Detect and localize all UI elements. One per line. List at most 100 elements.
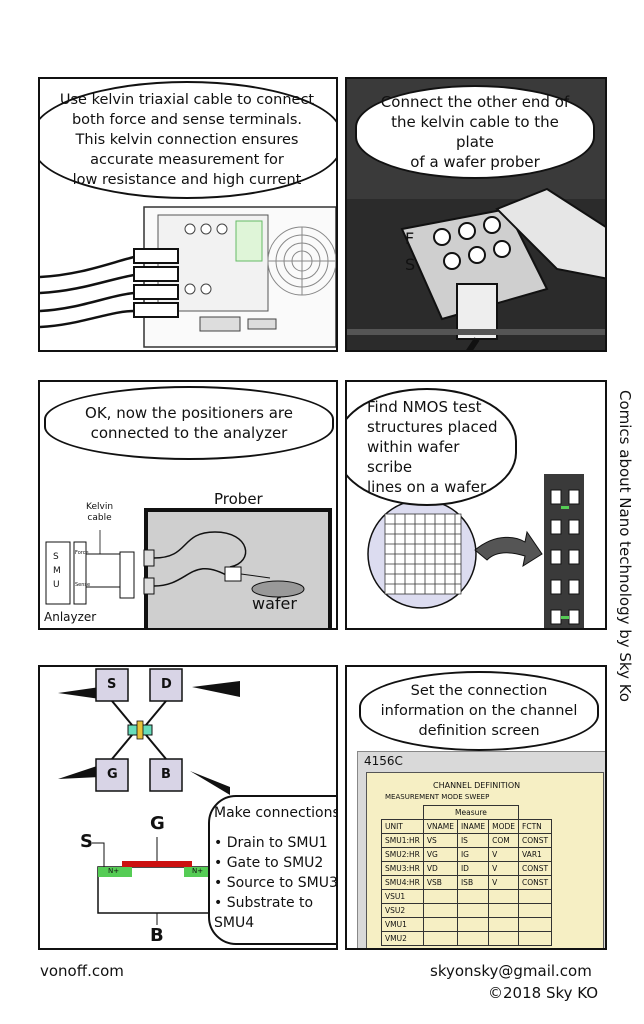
table-cell: VD (422, 861, 458, 876)
table-cell (456, 903, 490, 918)
table-row: VMU1 (381, 917, 553, 932)
table-cell (518, 931, 553, 946)
footer-site: vonoff.com (40, 962, 124, 980)
n-plus-left: N+ (108, 867, 120, 875)
measurement-mode: MEASUREMENT MODE SWEEP (385, 793, 490, 801)
speech-bubble: Use kelvin triaxial cable to connect bot… (40, 81, 336, 199)
table-cell (488, 931, 520, 946)
panel-channel-definition: Set the connection information on the ch… (345, 665, 607, 950)
table-cell: COM (488, 833, 520, 848)
speech-bubble: OK, now the positioners are connected to… (44, 386, 334, 460)
table-cell (488, 917, 520, 932)
table-cell: IS (456, 833, 490, 848)
panel-connections: S D G B S G D B N+ N+ Make connections •… (38, 665, 338, 950)
column-header: FCTN (518, 819, 553, 834)
panel-kelvin-cable: Use kelvin triaxial cable to connect bot… (38, 77, 338, 352)
prober-label: Prober (214, 490, 263, 508)
table-cell: VMU1 (381, 917, 424, 932)
table-cell: VMU2 (381, 931, 424, 946)
sense-terminal-label: Sense (75, 582, 91, 588)
connections-box: Make connections • Drain to SMU1 • Gate … (208, 795, 338, 945)
instrument-model: 4156C (364, 754, 403, 768)
column-header: UNIT (381, 819, 424, 834)
column-header: INAME (456, 819, 490, 834)
table-cell: VSU1 (381, 889, 424, 904)
analyzer-back-panel-illustration (40, 206, 336, 348)
pad-d-label: D (161, 677, 172, 692)
table-cell: CONST (518, 875, 553, 890)
table-cell (456, 889, 490, 904)
pad-s-label: S (107, 677, 117, 692)
speech-bubble: Find NMOS test structures placed within … (347, 388, 517, 506)
column-header: VNAME (422, 819, 458, 834)
connection-item: • Substrate to SMU4 (214, 895, 314, 931)
table-cell: SMU3:HR (381, 861, 424, 876)
analyzer-label: Anlayzer (44, 610, 97, 624)
column-header: MODE (488, 819, 520, 834)
footer-copyright: ©2018 Sky KO (488, 984, 599, 1002)
table-cell: ID (456, 861, 490, 876)
side-title: Comics about Nano technology by Sky Ko (614, 390, 638, 750)
table-cell (422, 931, 458, 946)
body-terminal-label: B (150, 925, 164, 946)
panel-nmos-structures: Find NMOS test structures placed within … (345, 380, 607, 630)
table-cell (519, 806, 552, 820)
analyzer-prober-diagram (45, 508, 332, 628)
nmos-pads-and-crosssection (58, 668, 240, 925)
table-cell: VAR1 (518, 847, 553, 862)
table-cell (382, 806, 424, 820)
table-row: VMU2 (381, 931, 553, 946)
table-row: VSU1 (381, 889, 553, 904)
bubble-text: Connect the other end of the kelvin cabl… (380, 93, 570, 171)
channel-table-wrap: Measure UNIT VNAME INAME MODE FCTN SMU1:… (381, 805, 553, 946)
table-cell: IG (456, 847, 490, 862)
table-cell: V (488, 875, 520, 890)
table-header-row: UNIT VNAME INAME MODE FCTN (381, 819, 553, 834)
table-cell: VSU2 (381, 903, 424, 918)
table-cell: VG (422, 847, 458, 862)
table-cell (422, 903, 458, 918)
bubble-text: Set the connection information on the ch… (380, 683, 578, 739)
sense-label: S (405, 255, 416, 274)
channel-table: Measure UNIT VNAME INAME MODE FCTN SMU1:… (381, 805, 553, 946)
table-cell: VSB (422, 875, 458, 890)
table-cell: V (488, 861, 520, 876)
bubble-text: OK, now the positioners are connected to… (85, 404, 293, 442)
screen-title: CHANNEL DEFINITION (433, 781, 521, 790)
table-cell: CONST (518, 833, 553, 848)
table-cell (488, 889, 520, 904)
instrument-frame: 4156C CHANNEL DEFINITION MEASUREMENT MOD… (357, 751, 605, 948)
speech-bubble: Set the connection information on the ch… (359, 671, 599, 751)
connection-item: • Source to SMU3 (214, 875, 338, 891)
kelvin-cable-label: Kelvin cable (86, 502, 114, 523)
measure-header: Measure (422, 805, 520, 820)
table-cell: VS (422, 833, 458, 848)
table-cell (518, 889, 553, 904)
pad-b-label: B (161, 767, 171, 782)
connection-item: • Drain to SMU1 (214, 835, 328, 851)
table-row: VSU2 (381, 903, 553, 918)
force-terminal-label: Force (75, 550, 89, 556)
smu-label: S M U (53, 552, 61, 590)
table-cell (422, 889, 458, 904)
table-cell (456, 917, 490, 932)
force-label: F (405, 229, 415, 248)
table-cell (456, 931, 490, 946)
bubble-text: Use kelvin triaxial cable to connect bot… (59, 92, 315, 188)
table-cell (488, 903, 520, 918)
table-cell: SMU1:HR (381, 833, 424, 848)
table-cell: SMU4:HR (381, 875, 424, 890)
connections-heading: Make connections (214, 805, 338, 821)
panel-positioners: OK, now the positioners are connected to… (38, 380, 338, 630)
side-title-text: Comics about Nano technology by Sky Ko (616, 390, 634, 702)
table-cell: V (488, 847, 520, 862)
n-plus-right: N+ (192, 867, 204, 875)
instrument-screen: CHANNEL DEFINITION MEASUREMENT MODE SWEE… (366, 772, 604, 948)
table-cell (518, 917, 553, 932)
source-terminal-label: S (80, 831, 93, 852)
pad-g-label: G (107, 767, 118, 782)
table-cell (518, 903, 553, 918)
